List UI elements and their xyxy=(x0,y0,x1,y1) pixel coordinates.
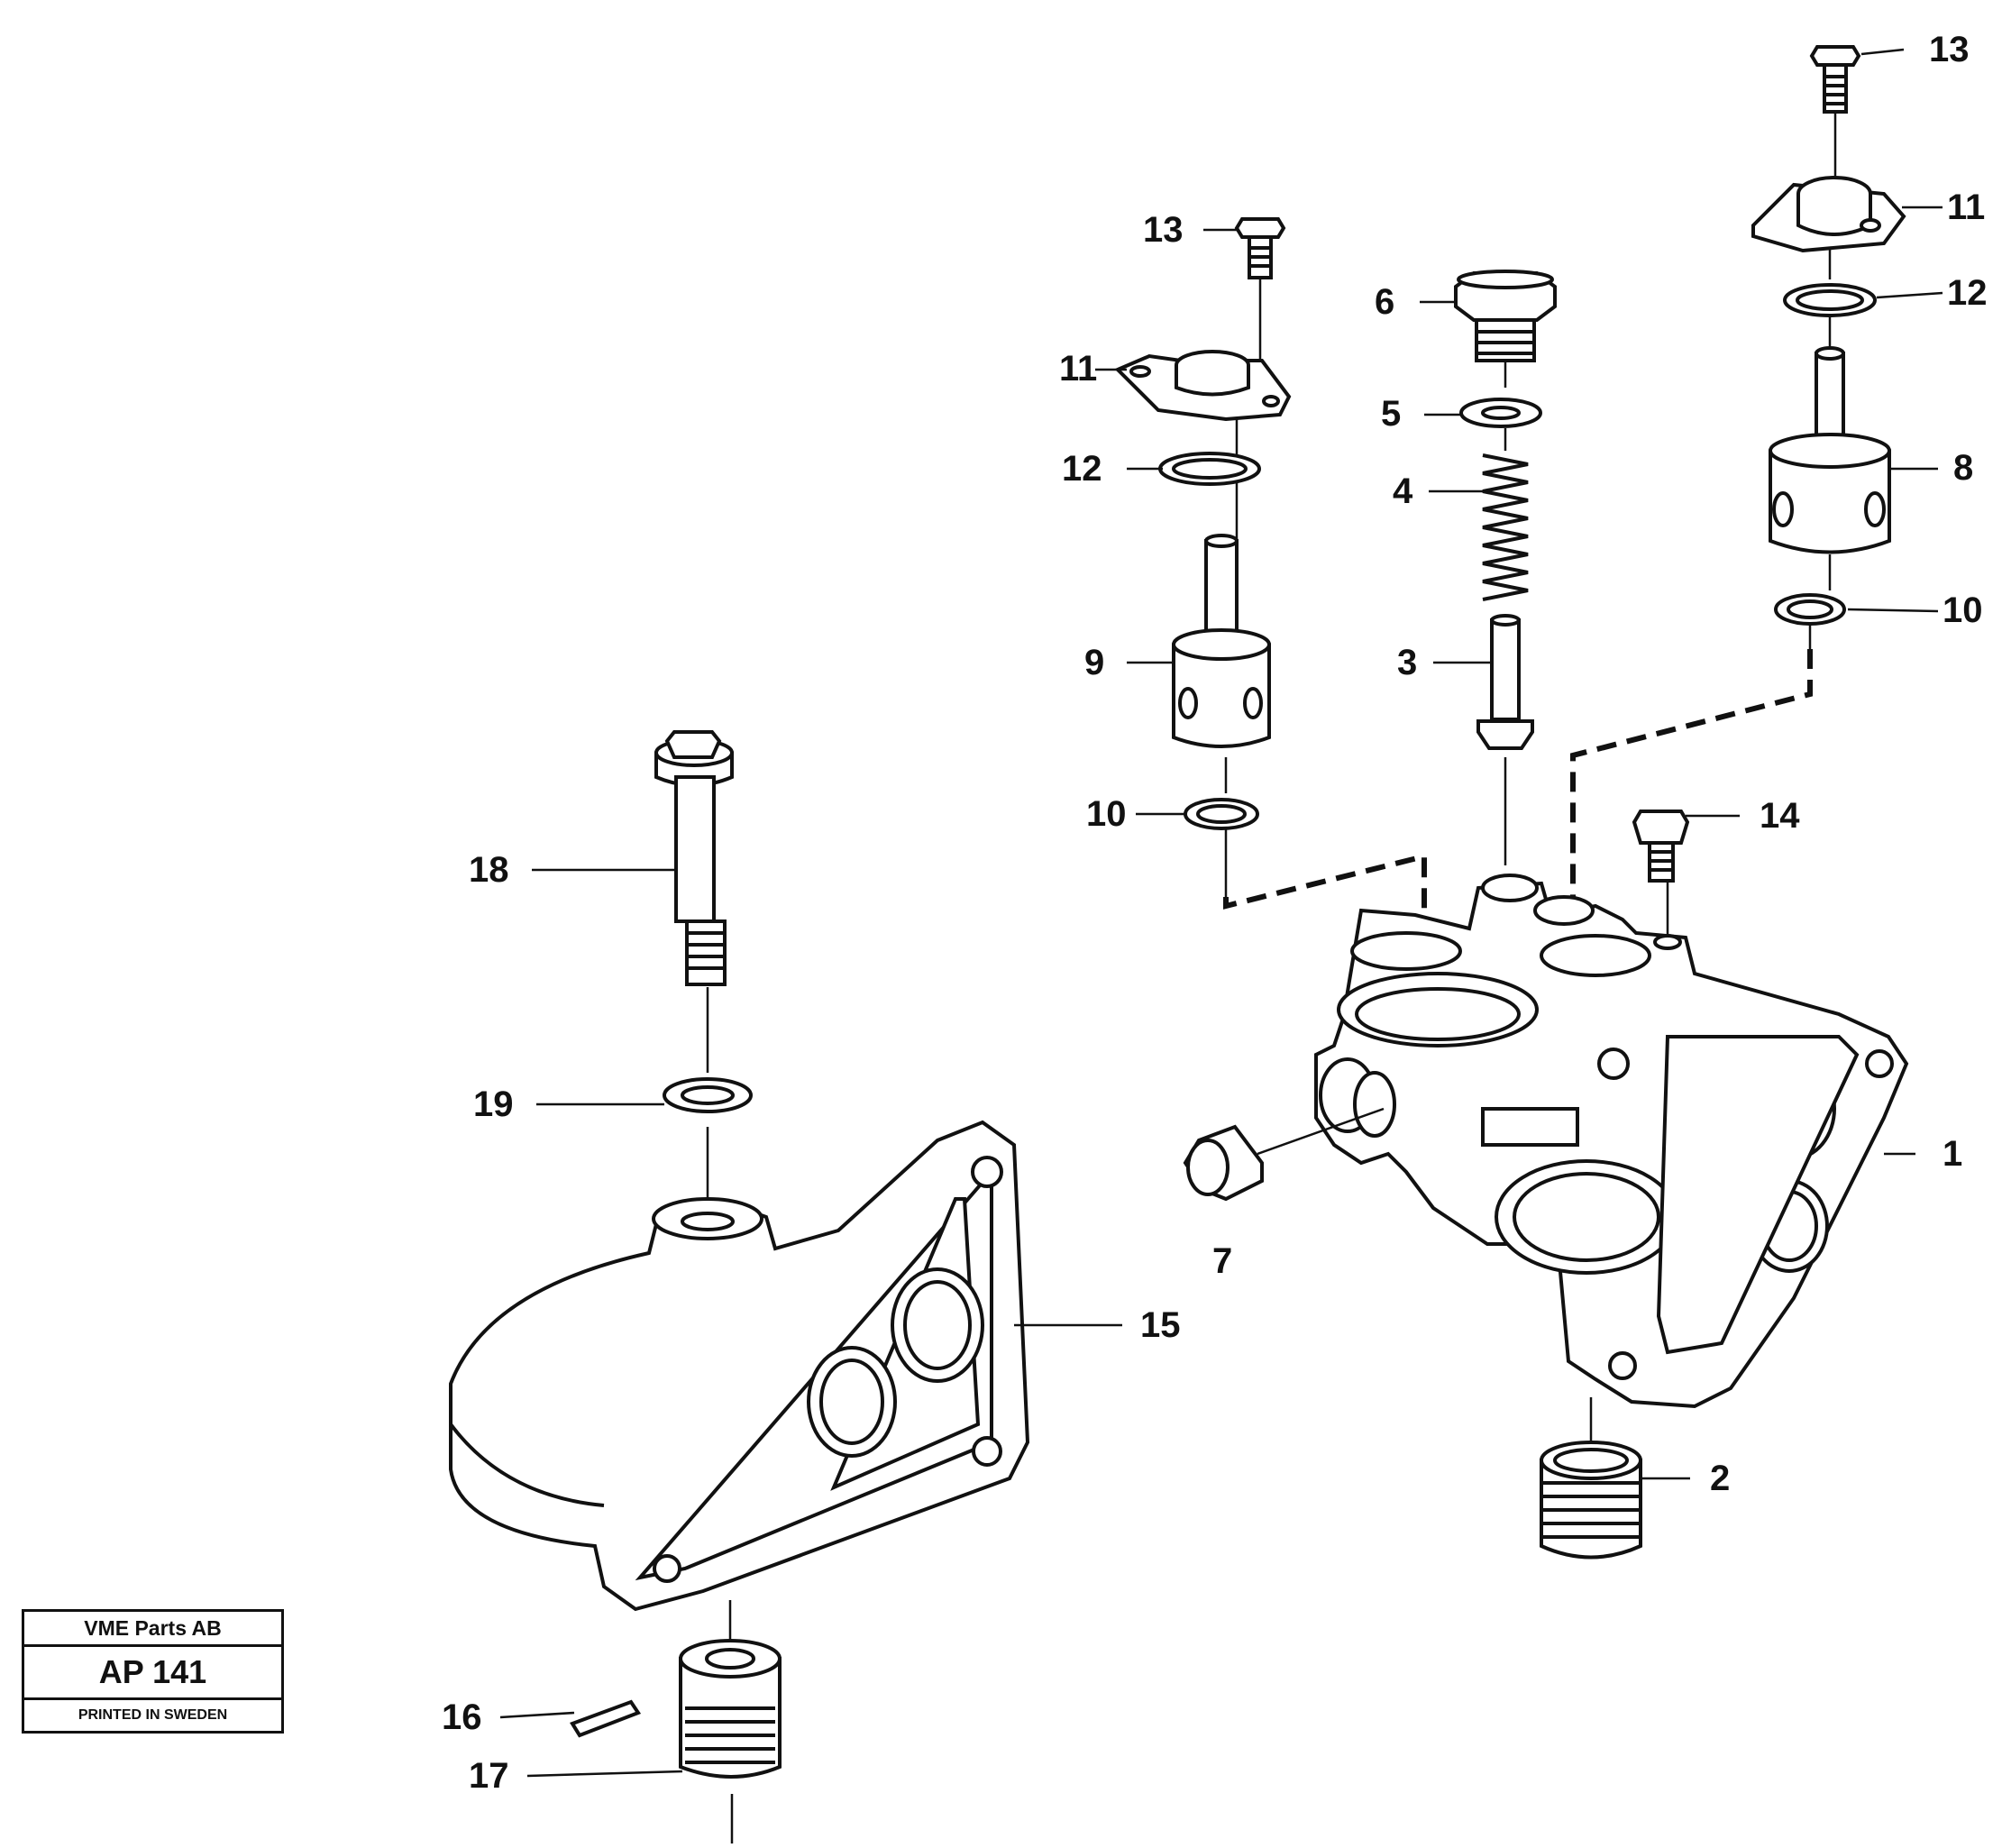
valve-part-9 xyxy=(1172,534,1271,748)
title-block: VME Parts AB AP 141 PRINTED IN SWEDEN xyxy=(22,1609,284,1734)
callout-9: 9 xyxy=(1084,643,1104,682)
callout-14: 14 xyxy=(1760,796,1800,836)
valve-part-8 xyxy=(1769,346,1891,554)
callout-1: 1 xyxy=(1943,1134,1962,1174)
washer-part-5 xyxy=(1459,398,1542,428)
callout-4: 4 xyxy=(1393,471,1413,511)
callout-17: 17 xyxy=(469,1756,509,1796)
cover-part-11-left xyxy=(1114,350,1292,422)
pin-part-16 xyxy=(570,1699,642,1738)
callout-7: 7 xyxy=(1212,1241,1232,1281)
bolt-part-13-left xyxy=(1234,217,1286,279)
plug-part-7 xyxy=(1183,1124,1264,1202)
callout-2: 2 xyxy=(1710,1459,1730,1498)
callout-3: 3 xyxy=(1397,643,1417,682)
callout-12-left: 12 xyxy=(1062,449,1102,489)
drawing-code: AP 141 xyxy=(24,1647,281,1700)
cover-part-11-right xyxy=(1751,176,1906,253)
dashed-assembly-line-left xyxy=(1223,853,1427,947)
callout-8: 8 xyxy=(1953,448,1973,488)
sleeve-part-17 xyxy=(679,1639,782,1779)
washer-part-19 xyxy=(663,1077,753,1113)
sealing-ring-part-12-right xyxy=(1783,283,1877,317)
callout-13-left: 13 xyxy=(1143,210,1184,250)
callout-15: 15 xyxy=(1140,1305,1181,1345)
callout-12-right: 12 xyxy=(1947,273,1988,313)
callout-16: 16 xyxy=(442,1697,482,1737)
printed-note: PRINTED IN SWEDEN xyxy=(78,1707,228,1723)
sealing-ring-part-10-left xyxy=(1184,798,1259,830)
callout-10-left: 10 xyxy=(1086,794,1127,834)
sleeve-part-2 xyxy=(1540,1441,1642,1560)
leader-lines xyxy=(499,48,1943,1778)
plug-part-6 xyxy=(1454,270,1557,362)
callout-19: 19 xyxy=(473,1084,514,1124)
banjo-bolt-part-18 xyxy=(654,730,734,986)
callout-18: 18 xyxy=(469,850,509,890)
company-name: VME Parts AB xyxy=(24,1612,281,1647)
filter-bracket-part-15 xyxy=(449,1120,1030,1612)
dashed-assembly-line-right xyxy=(1570,649,1813,951)
plunger-part-3 xyxy=(1476,614,1534,750)
callout-11-right: 11 xyxy=(1947,188,1985,227)
callout-6: 6 xyxy=(1375,282,1394,322)
callout-13-right: 13 xyxy=(1929,30,1970,69)
bolt-part-14 xyxy=(1632,810,1690,883)
callout-5: 5 xyxy=(1381,394,1401,434)
callout-11-left: 11 xyxy=(1059,349,1097,389)
sealing-ring-part-12-left xyxy=(1158,452,1261,486)
housing-part-1 xyxy=(1314,874,1909,1409)
callout-labels: 13 11 12 8 10 13 11 12 9 10 6 5 4 3 14 1… xyxy=(442,30,1988,1796)
sealing-ring-part-10-right xyxy=(1774,593,1846,626)
bolt-part-13-right xyxy=(1809,45,1861,114)
callout-10-right: 10 xyxy=(1943,590,1983,630)
spring-part-4 xyxy=(1482,453,1529,601)
